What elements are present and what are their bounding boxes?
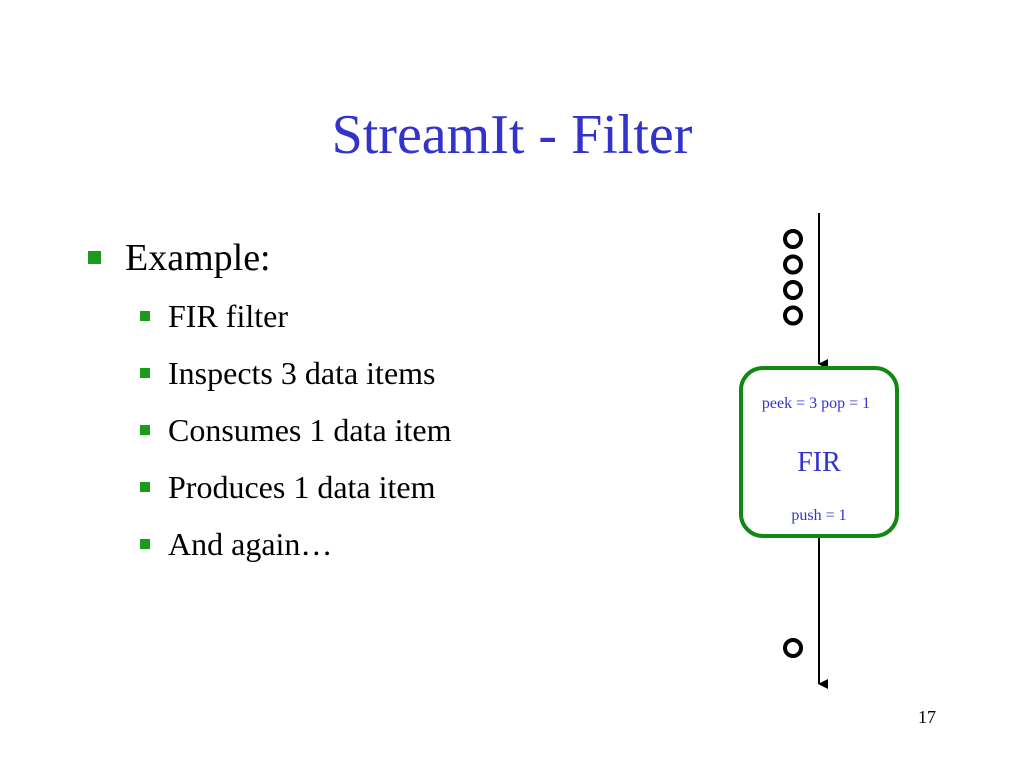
sub-bullet-list: FIR filter Inspects 3 data items Consume… bbox=[140, 288, 688, 573]
square-bullet-icon bbox=[140, 368, 150, 378]
sub-bullet-text: Produces 1 data item bbox=[168, 469, 436, 505]
square-bullet-icon bbox=[88, 251, 101, 264]
push-label: push = 1 bbox=[791, 507, 846, 524]
square-bullet-icon bbox=[140, 425, 150, 435]
sub-bullet-text: Inspects 3 data items bbox=[168, 355, 436, 391]
input-data-items bbox=[783, 229, 803, 326]
sub-bullet-item: Inspects 3 data items bbox=[140, 345, 688, 402]
sub-bullet-item: FIR filter bbox=[140, 288, 688, 345]
sub-bullet-item: And again… bbox=[140, 516, 688, 573]
bullet-example: Example: bbox=[88, 232, 688, 284]
square-bullet-icon bbox=[140, 539, 150, 549]
slide-title: StreamIt - Filter bbox=[331, 104, 693, 166]
output-data-items bbox=[783, 638, 803, 658]
filter-name: FIR bbox=[797, 447, 841, 478]
data-item-circle bbox=[783, 280, 803, 300]
data-item-circle bbox=[783, 229, 803, 249]
sub-bullet-text: And again… bbox=[168, 526, 333, 562]
square-bullet-icon bbox=[140, 311, 150, 321]
peek-pop-label: peek = 3 pop = 1 bbox=[762, 395, 870, 412]
data-item-circle bbox=[783, 638, 803, 658]
sub-bullet-text: FIR filter bbox=[168, 298, 288, 334]
filter-box bbox=[739, 366, 899, 538]
bullet-list: Example: FIR filter Inspects 3 data item… bbox=[88, 232, 688, 573]
page-number: 17 bbox=[918, 707, 936, 727]
sub-bullet-item: Consumes 1 data item bbox=[140, 402, 688, 459]
sub-bullet-item: Produces 1 data item bbox=[140, 459, 688, 516]
data-item-circle bbox=[783, 254, 803, 275]
bullet-label: Example: bbox=[125, 237, 271, 279]
sub-bullet-text: Consumes 1 data item bbox=[168, 412, 452, 448]
data-item-circle bbox=[783, 305, 803, 326]
square-bullet-icon bbox=[140, 482, 150, 492]
